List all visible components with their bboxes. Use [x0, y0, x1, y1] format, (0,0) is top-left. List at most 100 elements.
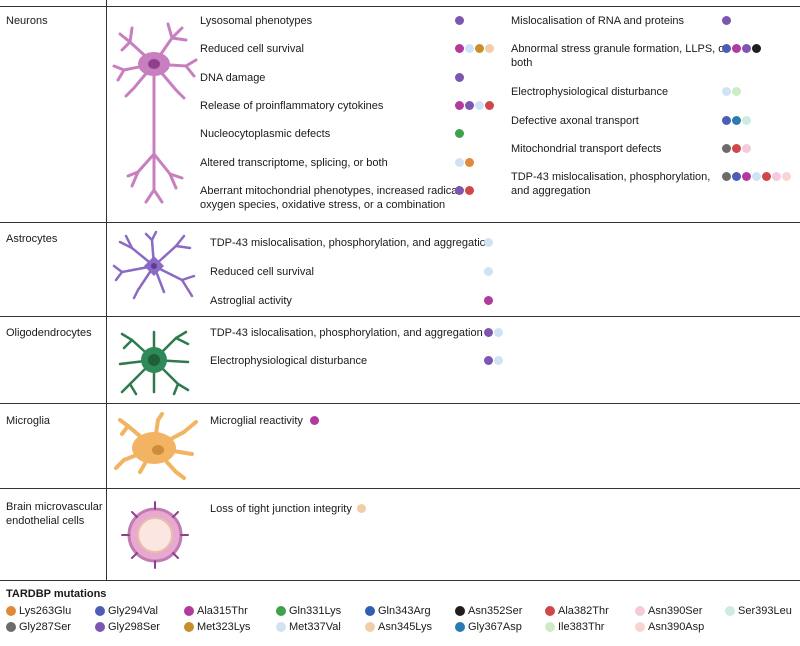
mutation-dot	[455, 101, 464, 110]
mutation-dots	[455, 73, 464, 83]
legend-label: Asn352Ser	[468, 605, 523, 617]
mutation-dot	[772, 172, 781, 181]
mutation-dot	[732, 87, 741, 96]
mutation-dot	[455, 16, 464, 25]
mutation-dots	[722, 44, 761, 54]
legend-label: Asn390Ser	[648, 605, 703, 617]
phenotype-label: Mislocalisation of RNA and proteins	[511, 14, 684, 28]
phenotype-label: Microglial reactivity	[210, 414, 303, 428]
mutation-dot	[762, 172, 771, 181]
legend-item: Gly367Asp	[455, 620, 522, 634]
phenotype-text: Aberrant mitochondrial phenotypes, incre…	[200, 185, 460, 197]
legend-item: Gly287Ser	[6, 620, 71, 634]
cell-label-astrocytes: Astrocytes	[6, 233, 58, 245]
cell-label-endothelial: Brain microvascular endothelial cells	[6, 500, 103, 528]
mutation-dot	[465, 101, 474, 110]
phenotype-label: TDP-43 islocalisation, phosphorylation, …	[210, 326, 483, 340]
phenotype-label: Loss of tight junction integrity	[210, 502, 352, 516]
mutation-dot	[742, 116, 751, 125]
row-divider-oligodendrocytes	[0, 316, 800, 317]
mutation-dots	[484, 328, 503, 338]
mutation-dot	[742, 44, 751, 53]
mutation-dot	[732, 44, 741, 53]
phenotype-label: Aberrant mitochondrial phenotypes, incre…	[200, 184, 460, 212]
legend-swatch	[276, 622, 286, 632]
phenotype-text-line2: both	[511, 57, 533, 69]
mutation-dot	[484, 267, 493, 276]
mutation-dot	[732, 116, 741, 125]
legend-label: Asn390Asp	[648, 621, 705, 633]
legend-item: Gln331Lys	[276, 604, 341, 618]
phenotype-label: Abnormal stress granule formation, LLPS,…	[511, 42, 728, 70]
legend-item: Lys263Glu	[6, 604, 71, 618]
phenotype-text: Reduced cell survival	[200, 43, 304, 55]
row-divider-microglia	[0, 403, 800, 404]
mutation-dots	[722, 172, 791, 182]
legend-item: Asn345Lys	[365, 620, 432, 634]
mutation-dot	[484, 356, 493, 365]
mutation-dot	[722, 116, 731, 125]
phenotype-text: TDP-43 islocalisation, phosphorylation, …	[210, 327, 483, 339]
phenotype-label: Lysosomal phenotypes	[200, 14, 312, 28]
legend-item: Met323Lys	[184, 620, 250, 634]
phenotype-label: DNA damage	[200, 71, 265, 85]
mutation-dot	[475, 101, 484, 110]
legend-swatch	[95, 606, 105, 616]
phenotype-label: TDP-43 mislocalisation, phosphorylation,…	[511, 170, 710, 198]
neuron-illustration	[112, 22, 198, 204]
legend-swatch	[365, 622, 375, 632]
cell-label-endothelial-line1: Brain microvascular	[6, 501, 103, 513]
phenotype-text: Release of proinflammatory cytokines	[200, 100, 384, 112]
legend-item: Gly294Val	[95, 604, 158, 618]
mutation-dots	[722, 87, 741, 97]
mutation-dots	[455, 16, 464, 26]
legend-item: Gln343Arg	[365, 604, 431, 618]
phenotype-label: Astroglial activity	[210, 294, 292, 308]
mutation-dot	[722, 144, 731, 153]
legend-swatch	[455, 606, 465, 616]
legend-swatch	[6, 622, 16, 632]
phenotype-label: Reduced cell survival	[200, 42, 304, 56]
mutation-dots	[484, 296, 493, 306]
phenotype-text: Mitochondrial transport defects	[511, 143, 662, 155]
mutation-dot	[485, 44, 494, 53]
phenotype-text: Mislocalisation of RNA and proteins	[511, 15, 685, 27]
legend-item: Met337Val	[276, 620, 341, 634]
mutation-dots	[722, 116, 751, 126]
phenotype-text: Defective axonal transport	[511, 115, 639, 127]
mutation-dot	[722, 16, 731, 25]
mutation-dot	[742, 172, 751, 181]
mutation-dot	[722, 87, 731, 96]
legend-label: Gly287Ser	[19, 621, 71, 633]
cell-label-microglia: Microglia	[6, 415, 51, 427]
mutation-dots	[310, 416, 319, 426]
phenotype-text: DNA damage	[200, 72, 266, 84]
legend-item: Asn390Ser	[635, 604, 702, 618]
phenotype-label: Defective axonal transport	[511, 114, 639, 128]
legend-label: Gly367Asp	[468, 621, 522, 633]
mutation-dots	[455, 44, 494, 54]
phenotype-label: Mitochondrial transport defects	[511, 142, 661, 156]
mutation-dot	[732, 144, 741, 153]
phenotype-label: Nucleocytoplasmic defects	[200, 127, 330, 141]
row-divider-top	[0, 6, 800, 7]
legend-item: Ser393Leu	[725, 604, 792, 618]
mutation-dots	[455, 129, 464, 139]
legend-label: Ile383Thr	[558, 621, 605, 633]
phenotype-label: Altered transcriptome, splicing, or both	[200, 156, 388, 170]
mutation-dots	[722, 144, 751, 154]
legend-label: Met323Lys	[197, 621, 251, 633]
mutation-dot	[732, 172, 741, 181]
mutation-dots	[455, 158, 474, 168]
mutation-dot	[722, 44, 731, 53]
mutation-dot	[484, 328, 493, 337]
cell-label-neurons: Neurons	[6, 15, 48, 27]
phenotype-text: Altered transcriptome, splicing, or both	[200, 157, 388, 169]
mutation-dot	[475, 44, 484, 53]
legend-swatch	[184, 622, 194, 632]
phenotype-label: TDP-43 mislocalisation, phosphorylation,…	[210, 236, 492, 250]
legend-label: Gly294Val	[108, 605, 158, 617]
phenotype-text: TDP-43 mislocalisation, phosphorylation,	[511, 171, 711, 183]
legend-label: Lys263Glu	[19, 605, 72, 617]
phenotype-label: Electrophysiological disturbance	[511, 85, 668, 99]
